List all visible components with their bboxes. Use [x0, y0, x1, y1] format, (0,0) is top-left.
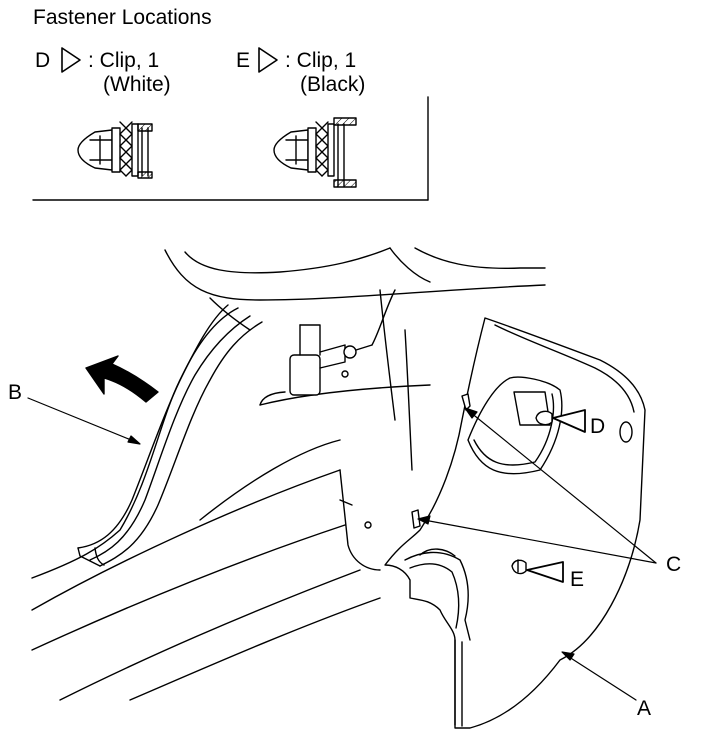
fastener-e-description: : Clip, 1: [285, 49, 357, 72]
clip-e-on-panel: [511, 559, 527, 575]
trunk-latch-mechanism: [289, 289, 396, 529]
triangle-e-icon: [258, 47, 278, 73]
callout-label-e: E: [570, 568, 585, 591]
clip-d-on-panel: [535, 410, 553, 426]
callout-label-b: B: [8, 381, 23, 404]
tab-c-lower: [411, 509, 421, 529]
fastener-e-letter: E: [236, 49, 251, 72]
callout-label-c: C: [666, 553, 682, 576]
fastener-d-description: : Clip, 1: [88, 49, 160, 72]
callout-triangle-e-icon: [526, 561, 564, 583]
triangle-d-icon: [61, 47, 81, 73]
leader-lines: [27, 397, 657, 701]
callout-triangle-d-icon: [552, 409, 586, 433]
fastener-d-letter: D: [35, 49, 51, 72]
clip-d-white-illustration: [77, 121, 153, 179]
clip-e-black-illustration: [273, 117, 357, 188]
door-opening-trim-b: [31, 304, 263, 579]
fastener-e-color: (Black): [300, 73, 366, 96]
direction-arrow-icon: [85, 355, 159, 403]
car-body-lower: [31, 289, 431, 701]
page-title: Fastener Locations: [33, 6, 212, 29]
callout-label-d: D: [590, 415, 606, 438]
car-body-upper: [164, 247, 546, 331]
callout-label-a: A: [637, 697, 652, 720]
fastener-d-color: (White): [103, 73, 171, 96]
tab-c-upper: [461, 393, 471, 411]
legend-box: [32, 96, 429, 201]
